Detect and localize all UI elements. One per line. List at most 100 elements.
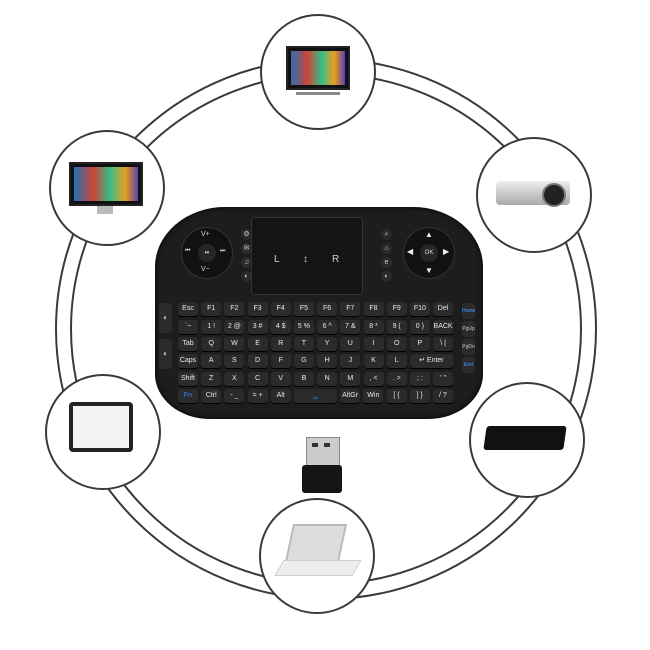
volume-up-button[interactable]: V+ — [201, 231, 210, 238]
key[interactable]: ' " — [433, 372, 454, 386]
key[interactable]: F6 — [317, 302, 338, 316]
key[interactable]: F4 — [270, 302, 291, 316]
key[interactable]: D — [247, 354, 268, 368]
key[interactable]: F2 — [224, 302, 245, 316]
key[interactable]: / ? — [432, 389, 453, 403]
key[interactable]: Y — [317, 337, 338, 351]
key[interactable]: BACK — [433, 320, 454, 334]
key[interactable]: N — [317, 372, 338, 386]
key[interactable]: Tab — [178, 337, 198, 351]
key[interactable]: ; : — [409, 372, 430, 386]
key[interactable]: P — [409, 337, 430, 351]
key[interactable]: F5 — [293, 302, 314, 316]
key[interactable]: = + — [247, 389, 268, 403]
ok-button[interactable]: OK — [420, 244, 438, 262]
key[interactable]: I — [363, 337, 384, 351]
side-key-home[interactable]: Home — [462, 303, 475, 319]
key[interactable]: Ctrl — [201, 389, 222, 403]
key[interactable]: Q — [201, 337, 222, 351]
key[interactable]: 9 ( — [386, 320, 407, 334]
home-icon[interactable]: ⌂ — [381, 243, 392, 254]
key[interactable]: K — [363, 354, 384, 368]
mail-icon[interactable]: ✉ — [241, 243, 252, 254]
touchpad-scroll-label: ↕ — [303, 254, 308, 265]
key[interactable]: F8 — [363, 302, 384, 316]
key[interactable]: `~ — [178, 320, 198, 334]
key[interactable]: AltGr — [340, 389, 361, 403]
mouse-icon[interactable]: ◐ — [381, 271, 392, 282]
key[interactable]: 7 & — [340, 320, 361, 334]
key[interactable]: Fn — [178, 389, 198, 403]
settings-icon[interactable]: ⚙ — [241, 229, 252, 240]
key[interactable]: Del — [433, 302, 454, 316]
key[interactable]: F — [270, 354, 291, 368]
key[interactable]: L — [386, 354, 407, 368]
key[interactable]: F9 — [386, 302, 407, 316]
key[interactable]: 0 ) — [409, 320, 430, 334]
key[interactable]: M — [340, 372, 361, 386]
volume-down-button[interactable]: V− — [201, 266, 210, 273]
key[interactable]: ] } — [409, 389, 430, 403]
key[interactable]: A — [201, 354, 222, 368]
key[interactable]: B — [293, 372, 314, 386]
touchpad-left-label: L — [274, 254, 280, 265]
key[interactable]: Alt — [270, 389, 291, 403]
key[interactable]: 6 ^ — [317, 320, 338, 334]
left-mouse-button[interactable]: ◐ — [159, 303, 172, 333]
key[interactable]: H — [317, 354, 338, 368]
key[interactable]: 2 @ — [224, 320, 245, 334]
key[interactable]: ␣ — [293, 389, 337, 403]
key[interactable]: T — [293, 337, 314, 351]
key[interactable]: W — [224, 337, 245, 351]
mouse-icon[interactable]: ◐ — [241, 271, 252, 282]
key[interactable]: F3 — [247, 302, 268, 316]
key[interactable]: U — [340, 337, 361, 351]
browser-icon[interactable]: e — [381, 257, 392, 268]
key[interactable]: Esc — [178, 302, 198, 316]
key[interactable]: J — [340, 354, 361, 368]
key[interactable]: . > — [386, 372, 407, 386]
key[interactable]: 3 # — [247, 320, 268, 334]
key[interactable]: R — [270, 337, 291, 351]
key[interactable]: - _ — [224, 389, 245, 403]
key[interactable]: F1 — [201, 302, 222, 316]
key[interactable]: 4 $ — [270, 320, 291, 334]
prev-button[interactable]: ⏮ — [185, 248, 191, 254]
key[interactable]: , < — [363, 372, 384, 386]
key[interactable]: V — [270, 372, 291, 386]
play-pause-button[interactable]: ⏯ — [198, 244, 216, 262]
key[interactable]: [ { — [386, 389, 407, 403]
media-pad[interactable]: V+ V− ⏮ ⏭ ⏯ — [181, 227, 233, 279]
next-button[interactable]: ⏭ — [220, 248, 226, 254]
key[interactable]: F7 — [340, 302, 361, 316]
key[interactable]: Caps — [178, 354, 198, 368]
key[interactable]: E — [247, 337, 268, 351]
right-mouse-button[interactable]: ◐ — [159, 339, 172, 369]
key[interactable]: Z — [201, 372, 222, 386]
wireless-keyboard: V+ V− ⏮ ⏭ ⏯ ⚙ ✉ ♫ ◐ L ↕ R ⌕ ⌂ e ◐ ▲ ▼ ◀ … — [155, 207, 483, 419]
side-key-pgdn[interactable]: PgDn — [462, 339, 475, 355]
side-key-end[interactable]: End — [462, 357, 475, 373]
key[interactable]: O — [386, 337, 407, 351]
search-icon[interactable]: ⌕ — [381, 229, 392, 240]
side-key-pgup[interactable]: PgUp — [462, 321, 475, 337]
key[interactable]: 5 % — [293, 320, 314, 334]
touchpad[interactable]: L ↕ R — [251, 217, 363, 295]
key[interactable]: ↵ Enter — [409, 354, 453, 368]
key[interactable]: \ | — [433, 337, 454, 351]
device-monitor — [49, 130, 165, 246]
key[interactable]: S — [224, 354, 245, 368]
key[interactable]: 1 ! — [201, 320, 222, 334]
media-icon[interactable]: ♫ — [241, 257, 252, 268]
key[interactable]: C — [247, 372, 268, 386]
key[interactable]: F10 — [409, 302, 430, 316]
key[interactable]: 8 * — [363, 320, 384, 334]
key[interactable]: Win — [363, 389, 384, 403]
key[interactable]: G — [293, 354, 314, 368]
direction-pad[interactable]: ▲ ▼ ◀ ▶ OK — [403, 227, 455, 279]
device-tv-box — [469, 382, 585, 498]
key[interactable]: Shift — [178, 372, 198, 386]
key[interactable]: X — [224, 372, 245, 386]
